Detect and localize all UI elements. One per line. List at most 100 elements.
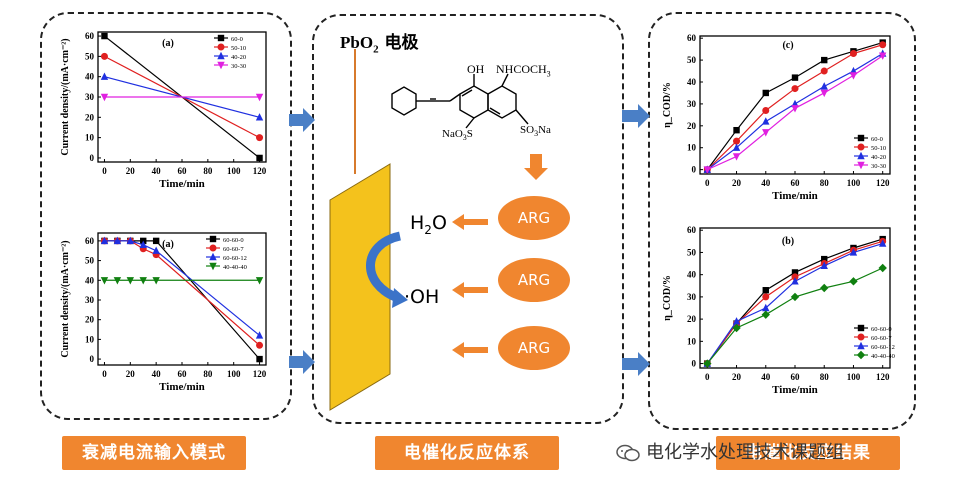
pbo2-electrode bbox=[329, 163, 391, 411]
oh-radical-label: ·OH bbox=[404, 286, 440, 308]
y-tick-label: 60 bbox=[687, 33, 697, 43]
data-point bbox=[878, 52, 887, 60]
data-point bbox=[791, 269, 799, 276]
y-tick-label: 40 bbox=[687, 77, 697, 87]
left-panel bbox=[40, 12, 292, 420]
data-point bbox=[762, 287, 769, 294]
y-tick-label: 0 bbox=[90, 153, 95, 163]
data-point bbox=[821, 56, 828, 64]
data-point bbox=[732, 153, 741, 161]
y-tick-label: 20 bbox=[85, 315, 95, 325]
x-tick-label: 40 bbox=[152, 369, 162, 379]
y-axis-label: Current density/(mA·cm⁻²) bbox=[60, 38, 71, 155]
y-tick-label: 20 bbox=[687, 121, 697, 131]
data-point bbox=[791, 85, 799, 93]
data-point bbox=[791, 105, 799, 113]
x-tick-label: 0 bbox=[705, 178, 710, 188]
data-point bbox=[113, 236, 122, 245]
x-tick-label: 100 bbox=[847, 178, 861, 188]
panel-label: (b) bbox=[782, 236, 794, 247]
y-tick-label: 10 bbox=[687, 143, 697, 153]
wechat-icon bbox=[616, 444, 640, 462]
data-point bbox=[733, 126, 740, 134]
legend-marker bbox=[857, 324, 865, 332]
x-tick-label: 20 bbox=[126, 166, 136, 176]
data-point bbox=[152, 277, 160, 285]
x-tick-label: 20 bbox=[732, 372, 742, 382]
y-axis-label: η_COD/% bbox=[662, 82, 673, 128]
x-tick-label: 40 bbox=[761, 372, 771, 382]
legend-label: 30-30 bbox=[231, 63, 246, 70]
data-point bbox=[762, 117, 770, 125]
legend-label: 40-20 bbox=[871, 154, 886, 161]
x-tick-label: 100 bbox=[227, 369, 241, 379]
data-point bbox=[820, 261, 828, 269]
data-point bbox=[113, 277, 122, 285]
y-axis-label: Current density/(mA·cm⁻²) bbox=[60, 240, 71, 357]
x-tick-label: 0 bbox=[705, 372, 710, 382]
legend-marker bbox=[217, 51, 225, 60]
legend-marker bbox=[857, 161, 865, 170]
data-point bbox=[255, 93, 264, 102]
y-tick-label: 50 bbox=[687, 55, 697, 65]
legend-marker bbox=[857, 341, 865, 350]
data-point bbox=[849, 248, 858, 256]
data-point bbox=[791, 273, 799, 281]
arg-molecule bbox=[391, 73, 529, 129]
data-point bbox=[255, 113, 264, 121]
x-tick-label: 120 bbox=[876, 178, 890, 188]
mol-oh: OH bbox=[467, 62, 485, 76]
h2o-label: H2O bbox=[410, 212, 447, 237]
legend-label: 60-60-0 bbox=[871, 326, 892, 333]
data-point bbox=[762, 89, 769, 97]
data-point bbox=[791, 277, 799, 285]
y-tick-label: 10 bbox=[85, 334, 95, 344]
blue-arrow-bottom-left bbox=[289, 350, 315, 374]
y-tick-label: 50 bbox=[85, 51, 95, 61]
data-point bbox=[762, 129, 770, 137]
label-decay-current-mode: 衰减电流输入模式 bbox=[62, 436, 246, 470]
data-point bbox=[100, 52, 108, 60]
middle-panel bbox=[312, 14, 624, 424]
x-tick-label: 100 bbox=[227, 166, 241, 176]
data-point bbox=[849, 50, 857, 58]
data-point bbox=[820, 67, 828, 75]
data-point bbox=[820, 89, 828, 98]
arg-label-2: ARG bbox=[517, 271, 551, 289]
data-point bbox=[790, 292, 800, 302]
data-point bbox=[256, 154, 263, 162]
data-point bbox=[152, 237, 160, 245]
data-point bbox=[732, 323, 741, 333]
legend-marker bbox=[209, 244, 217, 252]
y-tick-label: 40 bbox=[85, 72, 95, 82]
x-tick-label: 120 bbox=[876, 372, 890, 382]
label-electrocatalytic-system: 电催化反应体系 bbox=[375, 436, 559, 470]
arg-label-1: ARG bbox=[517, 209, 551, 227]
legend-label: 60-60-0 bbox=[223, 237, 244, 244]
x-tick-label: 80 bbox=[820, 372, 830, 382]
x-tick-label: 40 bbox=[152, 166, 162, 176]
panel-label: (c) bbox=[782, 40, 793, 51]
legend-marker bbox=[217, 43, 225, 51]
data-point bbox=[732, 317, 741, 325]
y-tick-label: 20 bbox=[85, 112, 95, 122]
x-tick-label: 80 bbox=[820, 178, 830, 188]
data-point bbox=[139, 277, 147, 285]
x-tick-label: 100 bbox=[847, 372, 861, 382]
electrode-diagram bbox=[329, 49, 570, 411]
legend-label: 60-60-7 bbox=[223, 246, 244, 253]
data-point bbox=[791, 74, 799, 81]
series-line bbox=[706, 238, 883, 364]
x-tick-label: 60 bbox=[178, 166, 188, 176]
legend-marker bbox=[209, 252, 217, 261]
mol-naso3: NaO3S bbox=[442, 128, 473, 143]
data-point bbox=[732, 143, 741, 151]
data-point bbox=[761, 310, 770, 319]
data-point bbox=[255, 277, 264, 285]
legend-label: 40-20 bbox=[231, 54, 246, 61]
data-point bbox=[100, 72, 109, 80]
legend-marker bbox=[857, 134, 865, 142]
data-point bbox=[100, 277, 109, 285]
